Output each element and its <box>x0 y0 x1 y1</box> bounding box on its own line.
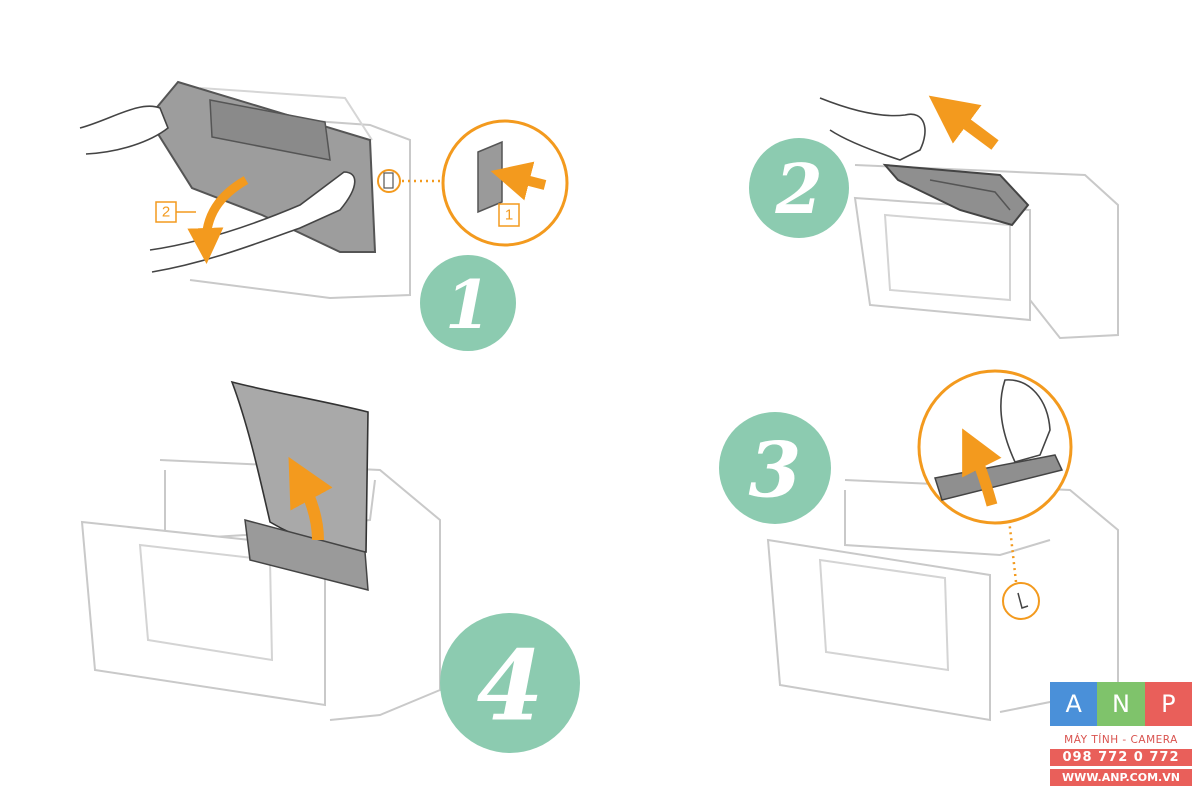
remove-paper-arrow <box>288 456 333 541</box>
guide-plate <box>244 518 369 591</box>
release-button <box>383 172 394 189</box>
printer-4-interior <box>164 470 376 542</box>
logo-letter-a: A <box>1050 682 1098 726</box>
zoom-button-shape <box>477 140 503 214</box>
step-3-illustration: 3 <box>719 369 1119 722</box>
anp-logo: A N P MÁY TÍNH - CAMERA 098 772 0 772 WW… <box>1050 682 1192 792</box>
step-1-number: 1 <box>445 266 491 344</box>
step-3-badge <box>719 412 831 524</box>
logo-website: WWW.ANP.COM.VN <box>1050 769 1192 786</box>
lift-lever-arrow <box>962 428 1002 507</box>
step-3-number: 3 <box>749 426 802 515</box>
logo-letter-p: P <box>1144 682 1192 726</box>
press-arrow <box>490 161 547 201</box>
step-2-number: 2 <box>774 150 822 230</box>
printer-3-interior <box>844 490 1051 557</box>
step-4-illustration: 4 <box>80 380 580 753</box>
logo-phone: 098 772 0 772 <box>1050 749 1192 766</box>
step-1-badge <box>420 255 516 351</box>
printer-body <box>159 109 411 300</box>
step-4-number: 4 <box>477 630 544 743</box>
logo-tagline: MÁY TÍNH - CAMERA <box>1064 734 1178 746</box>
lever-icon <box>1017 592 1029 609</box>
step-1-illustration: 2 1 1 <box>79 80 569 351</box>
pull-arrow <box>928 95 999 150</box>
toner-cartridge <box>882 163 1030 227</box>
step-2-illustration: 2 <box>749 95 1119 340</box>
lever-marker <box>1002 582 1040 620</box>
zoom-hand <box>1000 379 1051 463</box>
step-2-badge <box>749 138 849 238</box>
step-4-badge <box>440 613 580 753</box>
printer-3-door-handle <box>818 558 950 672</box>
hand-2 <box>819 97 926 161</box>
printer-3-door <box>766 538 991 722</box>
open-cover-arrow <box>187 176 249 264</box>
logo-letters: A N P <box>1050 682 1192 726</box>
logo-letter-n: N <box>1097 682 1145 726</box>
printer-2-body <box>854 164 1119 340</box>
cover-recess <box>209 99 331 161</box>
left-hand <box>79 105 169 155</box>
printer-top-edge <box>199 87 373 141</box>
sub-label-box-1 <box>498 203 520 227</box>
sub-label-1: 1 <box>505 207 513 224</box>
cartridge-detail <box>929 179 1011 211</box>
sub-label-2: 2 <box>162 204 170 221</box>
printer-4-door-handle <box>138 543 274 662</box>
printer-2-door-inner <box>883 213 1011 302</box>
